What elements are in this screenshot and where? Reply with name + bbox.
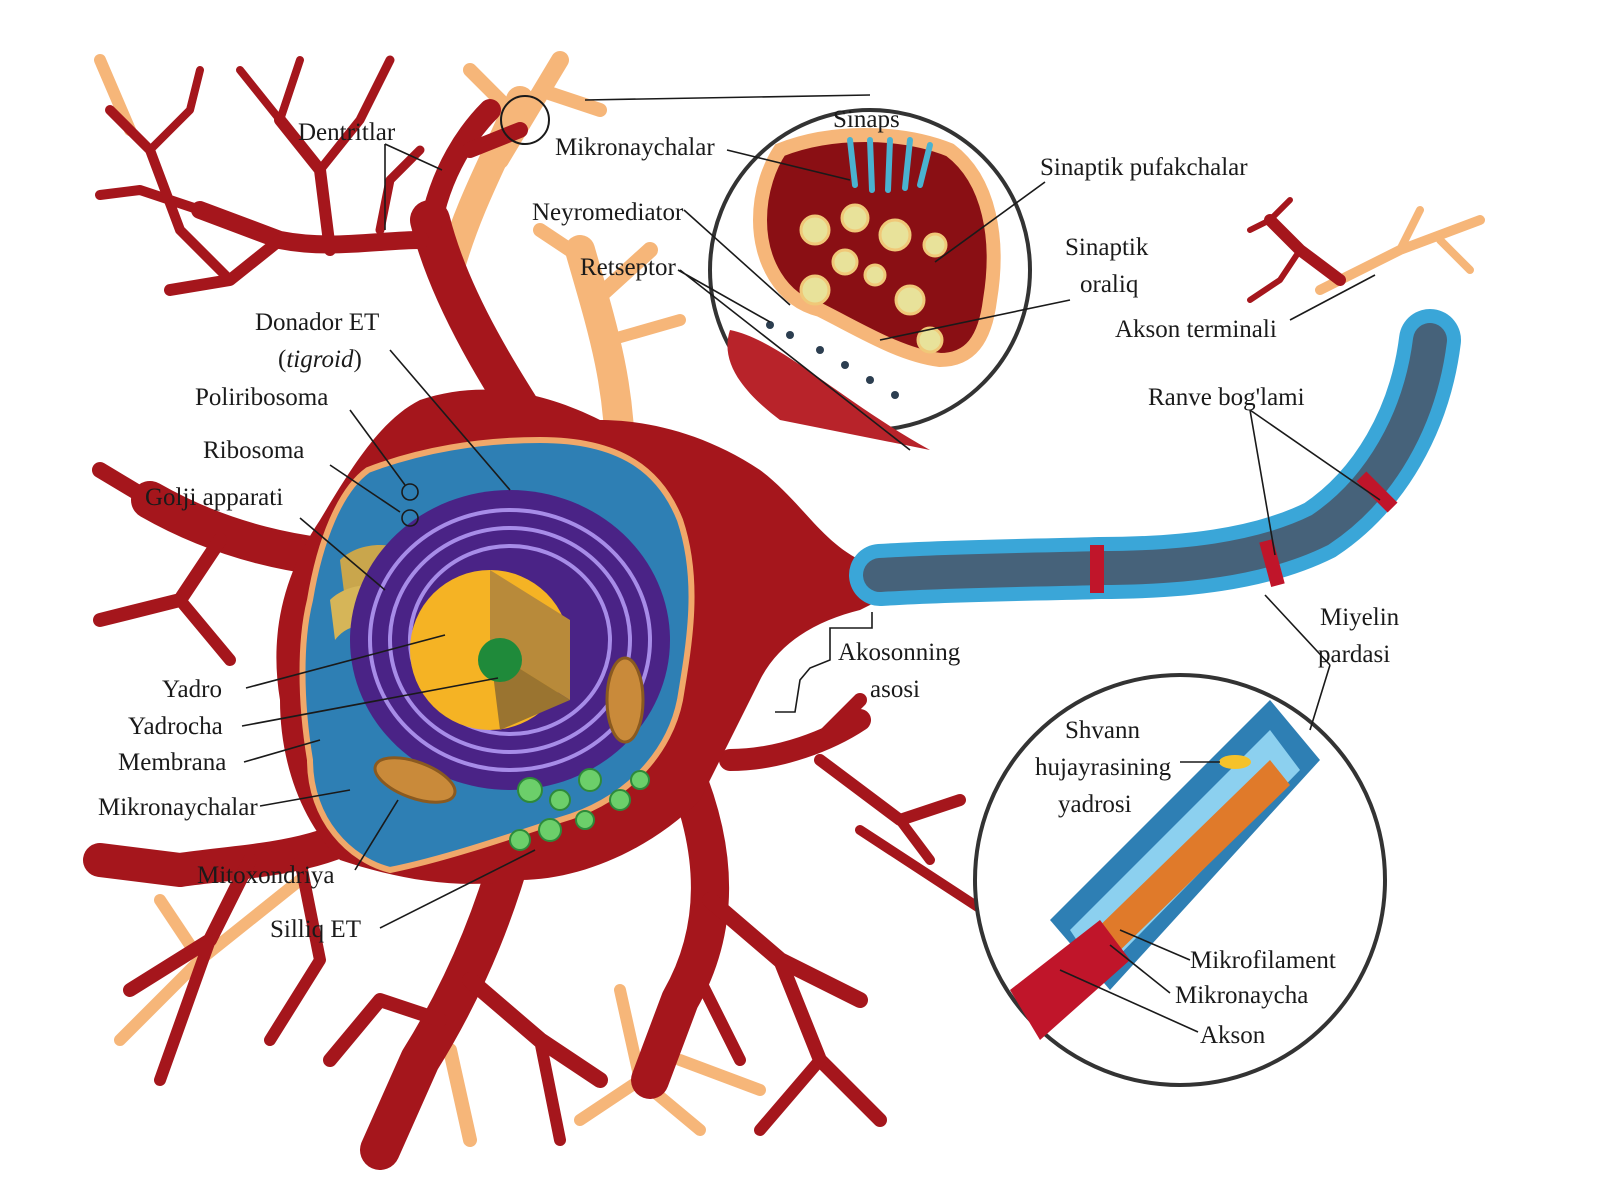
label-shvann: Shvann [1065, 717, 1141, 744]
label-tigroid: tigroid [286, 346, 354, 373]
label-donador-et: Donador ET [255, 309, 379, 336]
label-mikronaycha: Mikronaycha [1175, 982, 1308, 1009]
synapse-inset [500, 94, 1032, 450]
label-retseptor: Retseptor [580, 254, 676, 281]
label-akson-terminali: Akson terminali [1115, 316, 1277, 343]
polyribosome-marker [401, 483, 419, 501]
axon [849, 309, 1461, 606]
label-akson: Akson [1200, 1022, 1266, 1049]
leader-lines [241, 143, 1381, 1033]
label-tigroid-close: ) [353, 346, 361, 373]
label-miyelin: Miyelin [1320, 604, 1400, 631]
nucleus [410, 570, 570, 730]
label-ribosoma: Ribosoma [203, 437, 304, 464]
ranvier-node-2 [1259, 538, 1285, 588]
labels: Dentritlar Mikronaychalar Sinaps Sinapti… [98, 106, 1400, 1049]
ribosome-marker [401, 509, 419, 527]
label-sinaps: Sinaps [833, 106, 900, 133]
label-akosonning: Akosonning [838, 639, 961, 666]
axon-hillock-bracket [775, 612, 873, 713]
label-yadrocha: Yadrocha [128, 713, 223, 740]
label-golji-apparati: Golji apparati [145, 484, 283, 511]
label-sinaptik: Sinaptik [1065, 234, 1149, 261]
label-mikronaychalar-top: Mikronaychalar [555, 134, 715, 161]
label-oraliq: oraliq [1080, 271, 1139, 298]
label-yadro: Yadro [162, 676, 222, 703]
label-neyromediator: Neyromediator [532, 199, 684, 226]
label-silliq-et: Silliq ET [270, 916, 361, 943]
label-pardasi: pardasi [1318, 641, 1390, 668]
ranvier-node-3 [1356, 471, 1398, 513]
label-tigroid-open: ( [278, 346, 286, 373]
label-tigroid-line: (tigroid) [278, 346, 362, 373]
label-hujayrasining: hujayrasining [1035, 754, 1172, 781]
label-mikronaychalar-left: Mikronaychalar [98, 794, 258, 821]
smooth-er [509, 768, 650, 851]
label-membrana: Membrana [118, 749, 226, 776]
label-asosi: asosi [870, 676, 920, 703]
ranvier-node-1 [1090, 545, 1104, 593]
label-mitoxondriya: Mitoxondriya [197, 862, 335, 889]
label-yadrosi: yadrosi [1058, 791, 1132, 818]
label-poliribosoma: Poliribosoma [195, 384, 328, 411]
label-ranve-boglami: Ranve bog'lami [1148, 384, 1305, 411]
label-dentritlar: Dentritlar [298, 119, 396, 146]
label-sinaptik-pufakchalar: Sinaptik pufakchalar [1040, 154, 1248, 181]
label-mikrofilament: Mikrofilament [1190, 947, 1336, 974]
mitochondria [373, 656, 645, 804]
myelin-inset [973, 673, 1387, 1087]
